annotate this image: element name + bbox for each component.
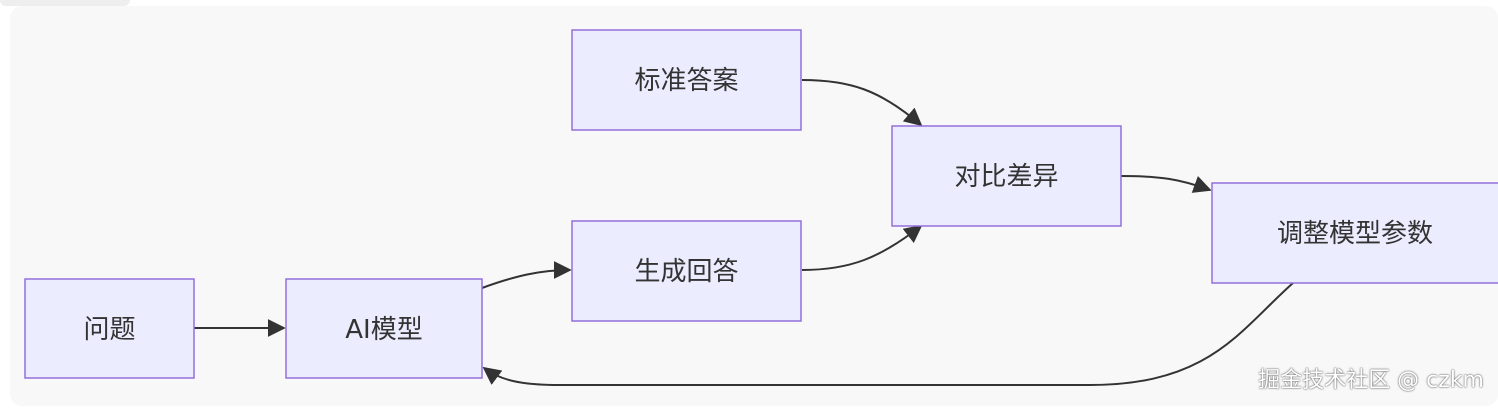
node-label: 调整模型参数 bbox=[1277, 219, 1433, 249]
node-box bbox=[285, 278, 483, 379]
node-label: AI模型 bbox=[345, 315, 422, 345]
node-adjust-params[interactable]: 调整模型参数 bbox=[1211, 182, 1498, 284]
edge-ai-model-to-generate-answer bbox=[481, 261, 572, 289]
node-label: 问题 bbox=[83, 315, 135, 345]
edge-adjust-params-to-ai-model bbox=[482, 282, 1294, 386]
node-label: 对比差异 bbox=[954, 162, 1058, 192]
node-standard-answer[interactable]: 标准答案 bbox=[571, 29, 802, 131]
node-box bbox=[571, 220, 802, 322]
node-label: 标准答案 bbox=[634, 66, 738, 96]
watermark: 掘金技术社区 @ czkm bbox=[1258, 368, 1484, 393]
node-box bbox=[571, 29, 802, 131]
node-box bbox=[891, 125, 1122, 227]
edges bbox=[194, 79, 1294, 386]
node-label: 生成回答 bbox=[634, 257, 738, 287]
edge-compare-diff-to-adjust-params bbox=[1120, 175, 1212, 193]
top-tab-shape bbox=[0, 0, 130, 6]
node-ai-model[interactable]: AI模型 bbox=[285, 278, 483, 379]
edge-generate-answer-to-compare-diff bbox=[801, 224, 923, 271]
node-generate-answer[interactable]: 生成回答 bbox=[571, 220, 802, 322]
edge-standard-answer-to-compare-diff bbox=[801, 79, 923, 127]
node-question[interactable]: 问题 bbox=[24, 278, 195, 379]
node-box bbox=[1211, 182, 1498, 284]
node-compare-diff[interactable]: 对比差异 bbox=[891, 125, 1122, 227]
node-box bbox=[24, 278, 195, 379]
